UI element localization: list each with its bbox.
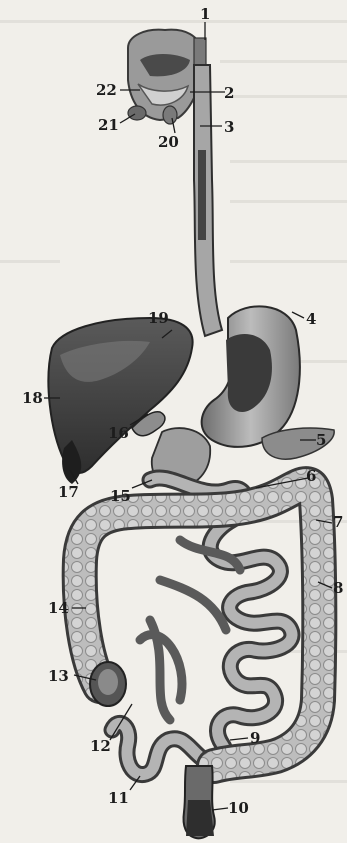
label-8-descending-colon: 8 xyxy=(333,580,343,596)
label-15-duodenum: 15 xyxy=(110,488,131,504)
label-16-bile-duct: 16 xyxy=(108,425,129,441)
label-3-esophagus: 3 xyxy=(224,119,234,135)
label-11-ileum: 11 xyxy=(108,790,129,806)
esophagus xyxy=(194,65,222,336)
label-13-appendix: 13 xyxy=(48,668,69,684)
label-18-liver: 18 xyxy=(22,390,43,406)
label-2-pharynx: 2 xyxy=(224,85,234,101)
label-5-pancreas: 5 xyxy=(316,432,326,448)
label-19-liver-lobe: 19 xyxy=(148,310,169,326)
label-9-sigmoid-colon: 9 xyxy=(250,730,260,746)
label-14-ascending-colon: 14 xyxy=(48,600,69,616)
label-6-small-intestine: 6 xyxy=(306,468,316,484)
label-17-gallbladder: 17 xyxy=(58,484,79,500)
cecum-appendix xyxy=(90,662,126,706)
label-1-oral-cavity: 1 xyxy=(200,6,210,22)
rectum xyxy=(184,766,215,838)
label-21-salivary-gland: 21 xyxy=(98,117,119,133)
label-4-stomach: 4 xyxy=(306,311,316,327)
label-10-rectum: 10 xyxy=(228,800,249,816)
label-20-tongue: 20 xyxy=(158,134,179,150)
label-22-nasal-cavity: 22 xyxy=(96,82,117,98)
label-7-transverse-colon: 7 xyxy=(333,514,343,530)
label-12-cecum: 12 xyxy=(90,738,111,754)
